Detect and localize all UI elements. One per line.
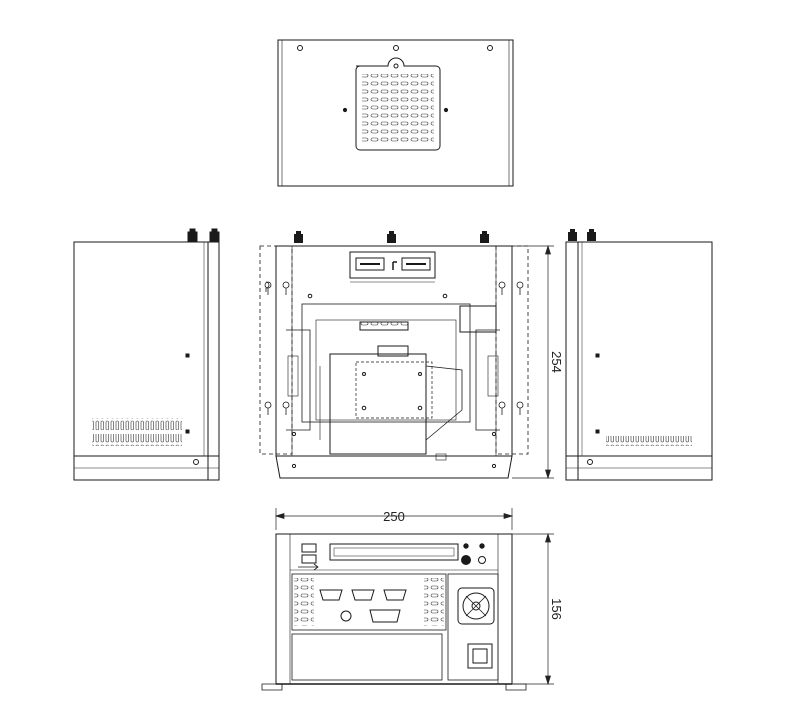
screw-hole	[193, 459, 199, 465]
side-bracket-left	[286, 329, 311, 431]
thumb-screw-pair	[187, 228, 220, 242]
screw-hole	[362, 372, 366, 376]
screw-hole	[185, 429, 190, 434]
left-side-view	[73, 228, 220, 481]
drive-rail	[425, 365, 463, 441]
board-tray	[301, 303, 471, 423]
height-dimension	[512, 244, 554, 480]
fan-grille-ring	[462, 592, 490, 620]
screw-hole	[393, 45, 399, 51]
usb-icon	[298, 563, 319, 571]
screw-hole	[487, 45, 493, 51]
chassis-outline	[275, 245, 513, 457]
side-vent-slots	[92, 418, 182, 430]
power-button[interactable]	[461, 555, 471, 565]
top-panel-outline	[277, 39, 514, 187]
side-vent-slots	[92, 434, 182, 446]
drive-latch	[377, 345, 409, 357]
fan-slot	[355, 257, 385, 271]
fan-vent-cover	[355, 57, 441, 151]
top-view	[277, 39, 514, 187]
power-inlet	[467, 643, 493, 669]
thumb-screws	[294, 231, 489, 243]
usb-port	[301, 543, 317, 553]
width-dimension	[274, 508, 514, 530]
depth-dimension	[512, 532, 554, 686]
serial-port	[319, 589, 343, 601]
screw-hole	[442, 293, 448, 299]
fan-vent-slots	[362, 74, 434, 144]
side-panel-outline	[73, 241, 220, 481]
thumb-screw-pair	[568, 229, 596, 241]
width-dimension-label: 250	[383, 509, 405, 524]
screw-hole	[443, 107, 449, 113]
fan-grille	[457, 587, 495, 625]
screw-hole	[595, 429, 600, 434]
io-plate	[291, 573, 447, 631]
psu-plate	[447, 573, 499, 681]
rear-view	[261, 533, 527, 691]
expansion-blank	[291, 633, 443, 681]
serial-port	[383, 589, 407, 601]
screw-hole	[491, 463, 497, 469]
io-vent-slots	[424, 578, 444, 626]
screw-hole	[361, 405, 367, 411]
fan-hub	[471, 601, 481, 611]
side-bracket-right	[475, 329, 500, 431]
screw-hole	[418, 372, 422, 376]
screw-hole	[595, 353, 600, 358]
drive-cage	[329, 353, 427, 455]
screw-hole	[342, 107, 348, 113]
usb-port	[301, 554, 317, 564]
drive-bay	[329, 543, 459, 561]
keyhole-mounts	[264, 281, 524, 415]
connector-row	[359, 321, 409, 331]
screw-hole	[291, 431, 297, 437]
board-tray-inner	[315, 319, 457, 421]
height-dimension-label: 254	[549, 351, 564, 373]
foot-right	[505, 683, 527, 691]
led-indicator	[479, 543, 485, 549]
side-panel-outline	[565, 241, 713, 481]
audio-port	[340, 610, 352, 622]
screw-hole	[417, 405, 423, 411]
vga-port	[369, 609, 401, 623]
reset-button[interactable]	[478, 556, 486, 564]
io-vent-slots	[294, 578, 314, 626]
screw-hole	[587, 459, 593, 465]
side-vent-slots	[606, 436, 692, 446]
screw-hole	[185, 353, 190, 358]
fan-bracket	[349, 251, 436, 279]
screw-hole	[297, 45, 303, 51]
front-view	[259, 231, 529, 479]
right-side-view	[565, 229, 713, 481]
screw-hole	[291, 463, 297, 469]
drive-cage-inner	[355, 361, 433, 419]
depth-dimension-label: 156	[549, 598, 564, 620]
chassis-bottom-lip	[275, 455, 513, 479]
foot-left	[261, 683, 283, 691]
card-holder	[459, 305, 497, 333]
fan-slot	[401, 257, 431, 271]
screw-hole	[393, 63, 399, 69]
screw-hole	[491, 431, 497, 437]
serial-port	[351, 589, 375, 601]
led-indicator	[463, 543, 469, 549]
screw-hole	[307, 293, 313, 299]
